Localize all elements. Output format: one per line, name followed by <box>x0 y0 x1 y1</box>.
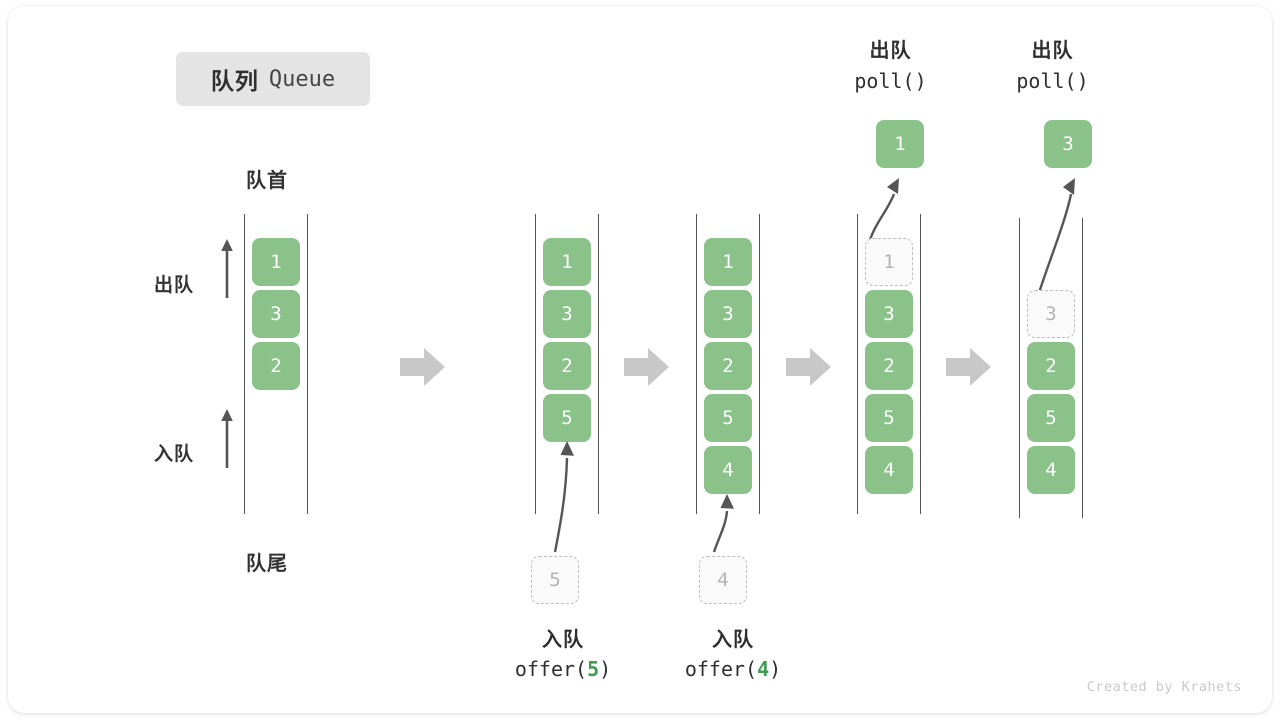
caption-offer-5: 入队 offer(5) <box>468 626 658 684</box>
caption-cn: 入队 <box>712 629 754 651</box>
code-suffix: ) <box>599 657 612 681</box>
enqueue-motion-arrow <box>712 494 734 553</box>
queue-cell: 3 <box>543 290 591 338</box>
caption-cn: 出队 <box>1031 40 1074 62</box>
enqueue-direction-arrow <box>221 409 233 468</box>
caption-poll-3: 出队 poll() <box>970 36 1135 96</box>
caption-cn: 入队 <box>542 629 584 651</box>
queue-cell: 5 <box>865 394 913 442</box>
queue-cell: 2 <box>704 342 752 390</box>
queue-head-label: 队首 <box>246 170 288 192</box>
queue-cell: 5 <box>704 394 752 442</box>
queue-cell-ghost: 1 <box>865 238 913 286</box>
queue-rail-poll-3 <box>1019 218 1083 518</box>
queue-cell: 1 <box>704 238 752 286</box>
queue-cell: 2 <box>252 342 300 390</box>
step-arrow-icon <box>946 348 991 386</box>
queue-cell: 5 <box>543 394 591 442</box>
queue-cell: 4 <box>704 446 752 494</box>
enqueue-side-label: 入队 <box>154 444 195 465</box>
queue-cell: 5 <box>1027 394 1075 442</box>
diagram-card: 队列 Queue 队首 队尾 出队 入队 1 3 2 1 3 2 5 5 入队 … <box>8 6 1272 713</box>
code-number: 5 <box>587 657 600 681</box>
queue-cell: 4 <box>1027 446 1075 494</box>
queue-cell: 3 <box>865 290 913 338</box>
caption-offer-4: 入队 offer(4) <box>638 626 828 684</box>
title-en: Queue <box>268 66 336 92</box>
dequeue-motion-arrow <box>868 178 899 241</box>
title-badge: 队列 Queue <box>176 52 370 106</box>
dequeue-motion-arrow <box>1036 178 1075 297</box>
step-arrow-icon <box>400 348 445 386</box>
code-suffix: ) <box>769 657 782 681</box>
watermark: Created by Krahets <box>1086 679 1242 695</box>
caption-code: poll() <box>854 69 927 93</box>
queue-cell: 2 <box>1027 342 1075 390</box>
step-arrow-icon <box>786 348 831 386</box>
queue-tail-label: 队尾 <box>246 553 288 575</box>
code-prefix: offer( <box>684 657 758 681</box>
queue-cell: 1 <box>543 238 591 286</box>
queue-rail-initial <box>244 214 308 514</box>
code-number: 4 <box>757 657 770 681</box>
queue-rail-after-offer-5 <box>535 214 599 514</box>
incoming-element-ghost: 4 <box>699 556 747 604</box>
step-arrow-icon <box>624 348 669 386</box>
caption-code: offer(5) <box>468 655 658 684</box>
caption-cn: 出队 <box>869 40 912 62</box>
caption-code: offer(4) <box>638 655 828 684</box>
caption-poll-1: 出队 poll() <box>808 36 973 96</box>
queue-cell: 1 <box>252 238 300 286</box>
queue-cell: 3 <box>252 290 300 338</box>
dequeue-side-label: 出队 <box>154 275 195 296</box>
title-cn: 队列 <box>210 68 259 94</box>
dequeue-direction-arrow <box>221 239 233 298</box>
popped-element: 3 <box>1044 120 1092 168</box>
enqueue-motion-arrow <box>553 441 574 553</box>
queue-rail-after-offer-4 <box>696 214 760 514</box>
queue-cell-ghost: 3 <box>1027 290 1075 338</box>
queue-cell: 2 <box>865 342 913 390</box>
queue-cell: 2 <box>543 342 591 390</box>
queue-rail-poll-1 <box>857 214 921 514</box>
code-prefix: offer( <box>514 657 588 681</box>
incoming-element-ghost: 5 <box>531 556 579 604</box>
queue-cell: 4 <box>865 446 913 494</box>
queue-cell: 3 <box>704 290 752 338</box>
popped-element: 1 <box>876 120 924 168</box>
caption-code: poll() <box>1016 69 1089 93</box>
